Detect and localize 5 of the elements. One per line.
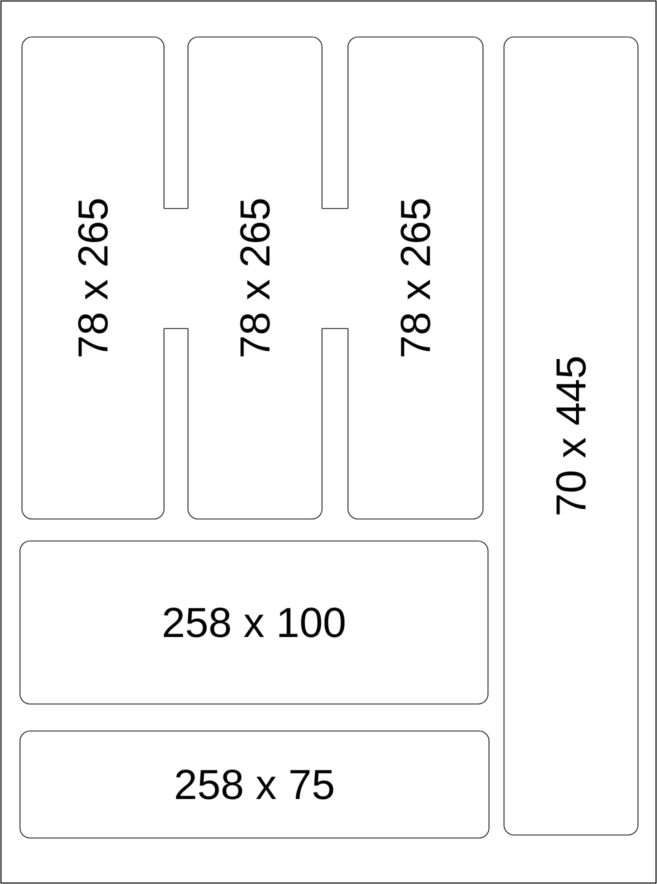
compartment: 78 x 265 xyxy=(348,36,484,520)
compartment: 70 x 445 xyxy=(504,36,638,836)
compartment: 258 x 100 xyxy=(20,540,488,704)
compartment: 258 x 75 xyxy=(20,730,490,838)
compartment: 78 x 265 xyxy=(22,36,164,520)
